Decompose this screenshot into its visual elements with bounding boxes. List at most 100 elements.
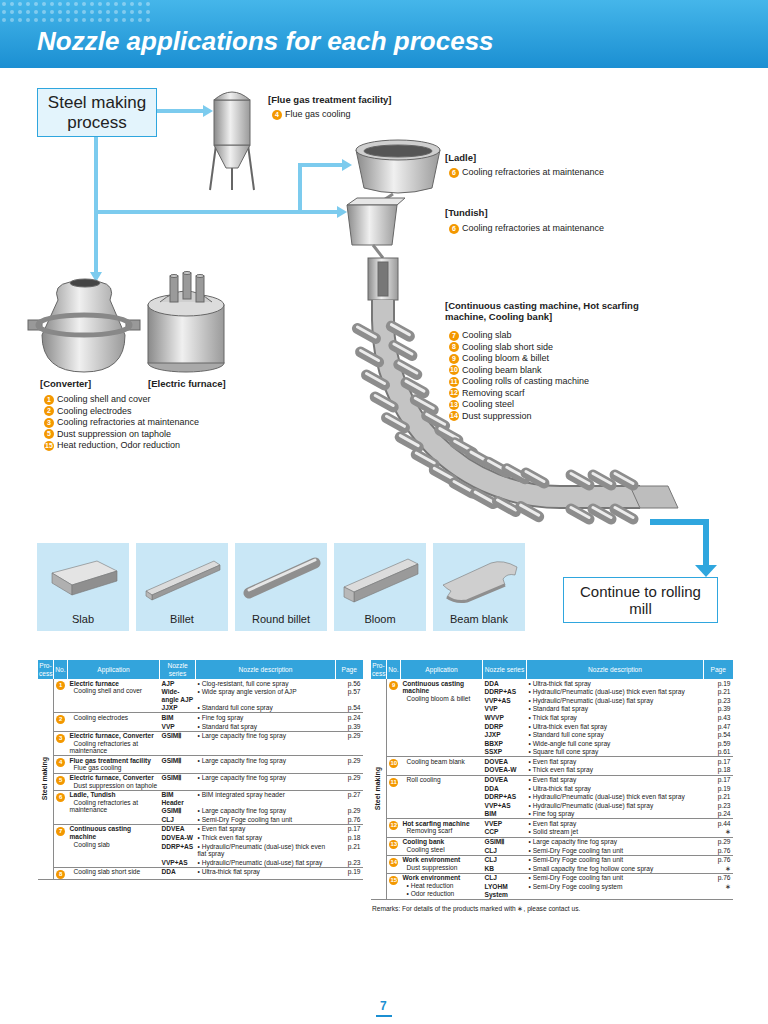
page-ref: p.23	[718, 697, 731, 704]
application-text: Electric furnace, Converter	[70, 774, 154, 781]
number-cell: 2	[54, 713, 68, 731]
product-shape	[146, 561, 220, 595]
header-cell: Application	[401, 660, 483, 679]
electric-furnace	[183, 272, 191, 275]
nozzle-series: GSIMⅡ	[485, 838, 505, 845]
column-header: No.	[55, 666, 65, 673]
page-cell: p.21	[704, 793, 733, 802]
nozzle-description: • Solid stream jet	[529, 828, 579, 835]
casting-roll	[357, 327, 375, 337]
number-cell: 12	[387, 819, 401, 837]
description-cell: • Small capacity fine fog hollow cone sp…	[527, 864, 704, 873]
application-text: Continuous casting machine	[70, 825, 132, 840]
page-cell: p.18	[704, 766, 733, 775]
series-cell: KB	[483, 864, 527, 873]
application-text: Cooling steel	[462, 399, 514, 410]
application-text: Dust suppression on taphole	[70, 782, 158, 789]
application-text: Hot scarfing machine	[403, 820, 470, 827]
flue-gas-tower	[214, 92, 250, 100]
nozzle-series: VVP+AS	[485, 697, 511, 704]
application-text: Electric furnace	[70, 680, 119, 687]
casting-roll	[400, 436, 418, 446]
description-cell: • Thick even flat spray	[196, 834, 336, 843]
callout-number: 15	[44, 441, 54, 451]
application-text: • Odor reduction	[403, 890, 455, 897]
strand	[383, 300, 640, 497]
nozzle-series: KB	[485, 865, 495, 872]
header-cell: Application	[68, 660, 160, 679]
callout-number: 11	[449, 377, 459, 387]
product-shape	[136, 543, 228, 609]
page-cell: p.47	[704, 722, 733, 731]
number-cell: 10	[387, 757, 401, 775]
application-text: Cooling slab short side	[70, 868, 141, 875]
page-cell: p.19	[336, 867, 363, 880]
nozzle-description: • Semi-Dry Foge cooling fan unit	[529, 856, 624, 863]
page-ref: p.61	[718, 748, 731, 755]
nozzle-series: LYOHM System	[485, 883, 508, 898]
description-cell: • Ultra-thick flat spray	[196, 867, 336, 880]
mold	[378, 262, 388, 296]
application-text: Cooling steel	[403, 846, 445, 853]
description-cell: • Fine fog spray	[527, 810, 704, 819]
application-text: Cooling refractories at maintenance	[462, 167, 604, 178]
column-header: Page	[342, 666, 357, 673]
application-text: Cooling beam blank	[403, 758, 465, 765]
callout-item: 11Cooling rolls of casting machine	[449, 376, 589, 387]
nozzle-description: • Large capacity fine fog spray	[529, 838, 617, 845]
page-ref: p.56	[348, 680, 361, 687]
mold	[368, 258, 398, 300]
nozzle-description: • Small capacity fine fog hollow cone sp…	[529, 865, 654, 872]
nozzle-series: DDA	[485, 680, 499, 687]
nozzle-description: • Large capacity fine fog spray	[198, 757, 286, 764]
nozzle-description: • Ultra-thick flat spray	[198, 868, 260, 875]
page-cell: p.19	[704, 784, 733, 793]
page-ref: p.19	[718, 785, 731, 792]
header-cell: Nozzle description	[196, 660, 336, 679]
application-text: Cooling slab	[462, 330, 512, 341]
application-text: Cooling slab short side	[462, 342, 553, 353]
ladle	[356, 140, 440, 205]
page-ref: ∗	[725, 828, 731, 835]
nozzle-series: DDRP+AS	[485, 688, 517, 695]
rolling-mill-arrow	[695, 565, 717, 577]
series-cell: DDVEA-W	[160, 834, 196, 843]
description-cell: • Hydraulic/Pneumatic (dual-use) thick e…	[527, 793, 704, 802]
page-cell: p.29	[336, 807, 363, 816]
node-text: Slab	[72, 613, 94, 625]
description-cell: • Standard flat spray	[196, 722, 336, 731]
header-cell: No.	[54, 660, 68, 679]
column-header: Application	[97, 666, 129, 673]
electric-furnace	[170, 275, 178, 278]
casting-roll	[593, 474, 611, 484]
header-bar	[0, 0, 768, 68]
description-cell: • Fine fog spray	[196, 713, 336, 722]
product-shape	[354, 564, 418, 602]
nozzle-description: • Fine fog spray	[529, 810, 575, 817]
nozzle-series: DDVEA-W	[162, 834, 194, 841]
page-cell: p.76	[704, 873, 733, 882]
page-ref: p.21	[718, 793, 731, 800]
application-text: Flue gas cooling	[70, 764, 122, 771]
page-cell: p.43	[704, 713, 733, 722]
product-tile: Bloom	[334, 543, 426, 631]
callout-number: 8	[449, 342, 459, 352]
page-ref: p.23	[718, 802, 731, 809]
casting-roll	[571, 474, 589, 484]
number-cell: 1	[54, 679, 68, 713]
header-cell: Pro- cess	[38, 660, 54, 679]
series-cell: DDA	[483, 784, 527, 793]
callout-number: 15	[389, 876, 398, 885]
series-cell: VVP+AS	[483, 696, 527, 705]
casting-roll	[498, 500, 516, 510]
nozzle-description: • Standard flat spray	[198, 723, 258, 730]
column-header: Pro- cess	[372, 662, 386, 677]
nozzle-series: BIM	[162, 714, 174, 721]
application-text: Cooling rolls of casting machine	[462, 376, 589, 387]
callout-number: 9	[389, 681, 398, 690]
callout-item: 5Dust suppression on taphole	[44, 429, 171, 440]
application-text: Work environment	[403, 874, 461, 881]
nozzle-description: • Thick even flat spray	[529, 766, 594, 773]
casting-roll	[375, 395, 393, 405]
application-text: Cooling refractories at maintenance	[462, 223, 604, 234]
